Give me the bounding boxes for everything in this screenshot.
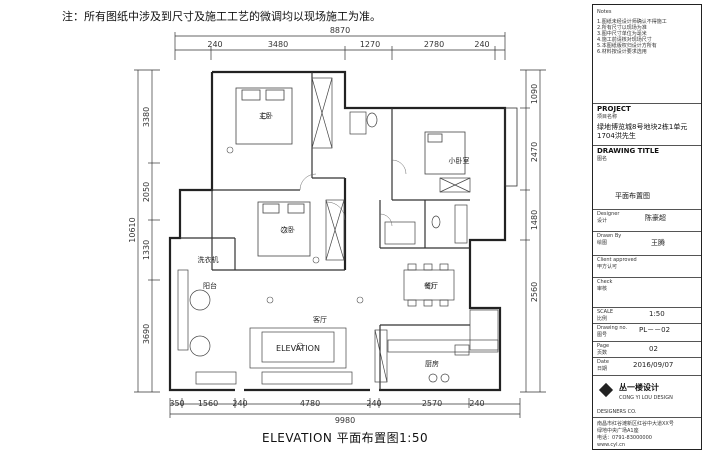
dim-right-0: 1090 xyxy=(530,84,539,104)
scale-label: SCALE xyxy=(597,309,614,315)
dim-right-2: 1480 xyxy=(530,210,539,230)
dim-bottom-0: 350 xyxy=(169,399,184,408)
dining-set xyxy=(403,263,455,307)
dimension-lines-right xyxy=(520,69,546,393)
dim-bottom-6: 240 xyxy=(469,399,484,408)
general-note: 注：所有图纸中涉及到尺寸及施工工艺的微调均以现场施工为准。 xyxy=(62,10,381,23)
dim-bottom-4: 240 xyxy=(366,399,381,408)
notes-line-0: 1.图纸未经设计师确认不得施工 xyxy=(597,19,667,25)
drawing-title-sub: 图名 xyxy=(597,156,608,162)
dim-right-1: 2470 xyxy=(530,142,539,162)
room-dining: 餐厅 xyxy=(424,281,438,290)
dim-left-1: 2050 xyxy=(142,182,151,202)
door-swings xyxy=(299,159,407,227)
notes-line-3: 4.施工前请核对现场尺寸 xyxy=(597,37,652,43)
inner-walls xyxy=(180,72,470,390)
dim-top-1: 3480 xyxy=(268,40,288,49)
drawn-name: 王腾 xyxy=(651,239,665,247)
room-balcony: 阳台 xyxy=(203,281,217,290)
date-value: 2016/09/07 xyxy=(633,361,674,369)
drawing-title: 平面布置图 xyxy=(615,192,650,200)
dimension-lines-bottom xyxy=(169,398,521,418)
dim-left-0: 3380 xyxy=(142,107,151,127)
company-name: 丛一楼设计 xyxy=(619,383,659,392)
bathroom-fixtures xyxy=(349,111,468,245)
project-name: 绿地博览城8号地块2栋1单元1704洪先生 xyxy=(597,123,688,140)
approved-label: Client approved xyxy=(597,257,637,263)
date-sub: 日期 xyxy=(597,366,608,372)
title-block: Notes 1.图纸未经设计师确认不得施工 2.所有尺寸以现场为准 3.图中尺寸… xyxy=(592,4,702,450)
designer-label: Designer xyxy=(597,211,620,217)
small-bed xyxy=(424,131,466,175)
dimension-lines-top xyxy=(174,32,506,60)
company-web: www.cyl.cn xyxy=(597,442,626,448)
drawing-no-value: PL－－02 xyxy=(639,326,671,334)
room-kitchen: 厨房 xyxy=(425,359,439,368)
room-small-bedroom: 小卧室 xyxy=(449,156,470,165)
check-label: Check xyxy=(597,279,613,285)
dim-left-3: 3690 xyxy=(142,324,151,344)
dim-bottom-2: 240 xyxy=(232,399,247,408)
light-markers xyxy=(226,112,434,350)
room-laundry: 洗衣机 xyxy=(198,255,219,264)
dim-bottom-1: 1560 xyxy=(198,399,218,408)
scale-value: 1:50 xyxy=(649,310,665,318)
dim-right-3: 2560 xyxy=(530,282,539,302)
master-bed xyxy=(235,87,293,145)
dim-top-3: 2780 xyxy=(424,40,444,49)
company-sub: DESIGNERS CO. xyxy=(597,409,637,415)
company-en: CONG YI LOU DESIGN xyxy=(619,395,673,401)
dim-top-0: 240 xyxy=(207,40,222,49)
dim-top-2: 1270 xyxy=(360,40,380,49)
tv-wall-label: ELEVATION xyxy=(276,344,320,353)
dim-bottom-overall: 9980 xyxy=(335,416,355,425)
check-sub: 审核 xyxy=(597,286,608,292)
project-sub: 项目名称 xyxy=(597,114,618,120)
company-phone: 电话：0791-83000000 xyxy=(597,435,652,441)
designer-sub: 设计 xyxy=(597,218,608,224)
dim-bottom-3: 4780 xyxy=(300,399,320,408)
page-sub: 页数 xyxy=(597,350,608,356)
room-living: 客厅 xyxy=(313,315,327,324)
notes-label: Notes xyxy=(597,9,612,15)
kitchen-counters xyxy=(387,309,499,383)
approved-sub: 甲方认可 xyxy=(597,264,618,270)
project-label: PROJECT xyxy=(597,105,631,113)
room-second-bedroom: 次卧 xyxy=(281,225,295,234)
floor-plan: 8870 240 3480 1270 2780 240 350 1560 240… xyxy=(128,26,546,425)
company-logo-icon xyxy=(598,382,614,398)
dim-top-overall: 8870 xyxy=(330,26,350,35)
drawing-no-sub: 图号 xyxy=(597,332,608,338)
company-address-2: 绿地中央广场A1座 xyxy=(597,428,639,434)
notes-line-1: 2.所有尺寸以现场为准 xyxy=(597,25,647,31)
scale-sub: 比例 xyxy=(597,316,608,322)
drawing-no-label: Drawing no. xyxy=(597,325,628,331)
balcony-outline xyxy=(504,107,518,187)
room-master-bedroom: 主卧 xyxy=(259,111,273,120)
second-bed xyxy=(257,201,311,257)
dim-left-2: 1330 xyxy=(142,240,151,260)
notes-line-5: 6.材料按设计要求选用 xyxy=(597,49,647,55)
living-set xyxy=(177,269,353,385)
wardrobes xyxy=(311,77,471,383)
notes-line-4: 5.本图纸版权归设计方所有 xyxy=(597,43,657,49)
company-address: 南昌市红谷滩新区红谷中大道XX号 xyxy=(597,421,674,427)
beds xyxy=(235,87,466,257)
drawing-scale-caption: ELEVATION 平面布置图1:50 xyxy=(262,431,429,445)
page-label: Page xyxy=(597,343,610,349)
date-label: Date xyxy=(597,359,609,365)
dim-left-overall: 10610 xyxy=(128,217,137,242)
page-value: 02 xyxy=(649,345,658,353)
notes-line-2: 3.图中尺寸单位为毫米 xyxy=(597,31,647,37)
dim-top-4: 240 xyxy=(474,40,489,49)
designer-name: 陈豪超 xyxy=(645,214,666,222)
drawn-label: Drawn By xyxy=(597,233,622,239)
dimension-lines-left xyxy=(134,69,160,393)
dim-bottom-5: 2570 xyxy=(422,399,442,408)
drawing-title-label: DRAWING TITLE xyxy=(597,147,660,155)
drawn-sub: 绘图 xyxy=(597,240,608,246)
